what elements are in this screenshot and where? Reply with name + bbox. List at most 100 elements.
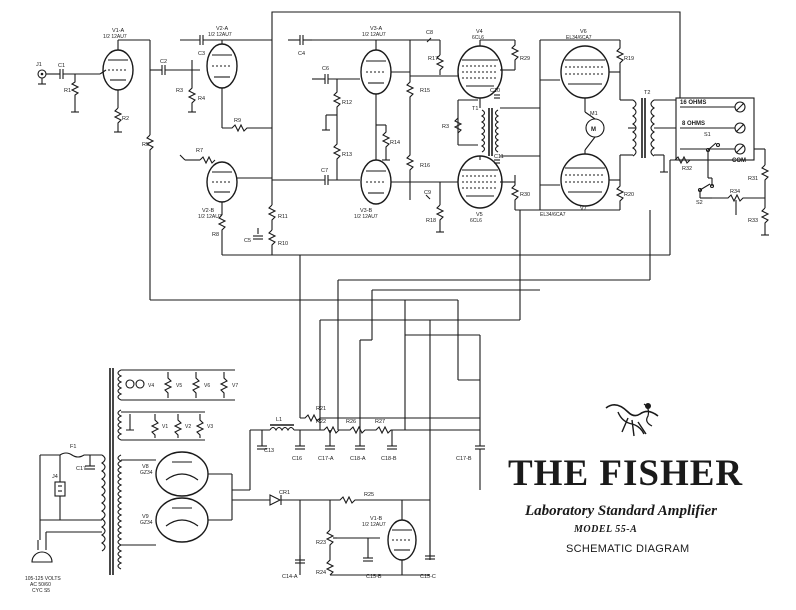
- svg-text:6CL6: 6CL6: [472, 35, 484, 41]
- svg-text:R29: R29: [520, 56, 530, 62]
- resistor-r32: R32: [670, 155, 708, 172]
- svg-text:C17: C17: [76, 466, 86, 472]
- capacitor-c18b: C18-B: [381, 430, 397, 462]
- svg-text:V3-A: V3-A: [370, 26, 383, 32]
- svg-text:V1-B: V1-B: [370, 516, 383, 522]
- resistor-r26: R26: [346, 419, 372, 435]
- resistor-r11: R11: [267, 204, 288, 230]
- resistor-r1: R1: [64, 74, 80, 113]
- capacitor-c10: C10: [490, 88, 500, 99]
- svg-text:R13: R13: [342, 152, 352, 158]
- svg-text:C4: C4: [298, 51, 305, 57]
- svg-text:R23: R23: [316, 540, 326, 546]
- resistor-r3: R3: [176, 60, 193, 94]
- resistor-r13: R13: [332, 115, 352, 180]
- svg-text:V3: V3: [207, 424, 213, 430]
- svg-text:GZ34: GZ34: [140, 520, 153, 526]
- svg-text:C8: C8: [426, 30, 433, 36]
- fisher-logo: [605, 403, 659, 437]
- svg-text:V1: V1: [162, 424, 168, 430]
- resistor-r27: R27: [372, 419, 405, 435]
- capacitor-c16: C16: [292, 430, 305, 462]
- svg-text:T1: T1: [472, 106, 478, 112]
- svg-text:C1: C1: [58, 63, 65, 69]
- svg-text:V2-A: V2-A: [216, 26, 229, 32]
- svg-text:R2: R2: [122, 116, 129, 122]
- capacitor-c3: C3: [198, 35, 205, 57]
- resistor-r7: R7: [179, 148, 216, 165]
- svg-text:M1: M1: [590, 111, 598, 117]
- capacitor-c14a: C14-A: [282, 555, 305, 580]
- svg-text:R18: R18: [426, 218, 436, 224]
- resistor-r29: R29: [510, 40, 530, 70]
- svg-text:C18-B: C18-B: [381, 456, 397, 462]
- capacitor-c15b: C15-B: [363, 538, 382, 580]
- svg-text:V2: V2: [185, 424, 191, 430]
- tube-v3a: V3-A 1/2 12AU7: [360, 26, 392, 95]
- svg-text:EL34/6CA7: EL34/6CA7: [566, 35, 592, 41]
- svg-text:R14: R14: [390, 140, 400, 146]
- svg-text:V8: V8: [142, 464, 149, 470]
- resistor-r16: R16: [405, 140, 430, 182]
- output-terminal-block: 16 OHMS 8 OHMS COM: [675, 97, 755, 164]
- svg-text:R20: R20: [624, 192, 634, 198]
- svg-text:C17-A: C17-A: [318, 456, 334, 462]
- tube-v1b: V1-B 1/2 12AU7: [362, 516, 417, 561]
- resistor-r25: R25: [330, 492, 430, 505]
- capacitor-c11: C11: [494, 154, 504, 164]
- svg-text:6CL6: 6CL6: [470, 218, 482, 224]
- svg-text:R12: R12: [342, 100, 352, 106]
- svg-text:J4: J4: [52, 474, 58, 480]
- capacitor-c1: C1: [58, 63, 65, 79]
- svg-text:R9: R9: [234, 118, 241, 124]
- capacitor-c13: C13: [257, 430, 274, 454]
- resistor-r24: R24: [316, 555, 335, 576]
- svg-text:R11: R11: [278, 214, 288, 220]
- svg-text:C5: C5: [244, 238, 251, 244]
- tube-v7: V7 EL34/6CA7: [540, 153, 610, 218]
- capacitor-c18a: C18-A: [350, 430, 366, 462]
- svg-text:105-125 VOLTS: 105-125 VOLTS: [25, 576, 61, 582]
- svg-text:V3-B: V3-B: [360, 208, 373, 214]
- capacitor-c7: C7: [321, 168, 329, 185]
- resistor-r4: R4: [187, 70, 205, 113]
- capacitor-c8: C8: [426, 30, 433, 43]
- svg-text:C10: C10: [490, 88, 500, 94]
- svg-text:R27: R27: [375, 419, 385, 425]
- capacitor-c4: C4: [298, 35, 305, 57]
- svg-text:C6: C6: [322, 66, 329, 72]
- svg-text:R4: R4: [198, 96, 205, 102]
- heater-indicators: V4 V5 V6 V7: [125, 372, 238, 398]
- resistor-r8: R8: [212, 214, 227, 255]
- svg-text:1/2 12AU7: 1/2 12AU7: [103, 34, 127, 40]
- capacitor-c2: C2: [160, 59, 167, 75]
- svg-text:S1: S1: [704, 132, 711, 138]
- tube-v6: V6 EL34/6CA7: [560, 29, 610, 99]
- svg-text:C15-C: C15-C: [420, 574, 436, 580]
- resistor-r31: R31: [748, 164, 770, 195]
- svg-text:C15-B: C15-B: [366, 574, 382, 580]
- svg-text:1/2 12AU7: 1/2 12AU7: [362, 522, 386, 528]
- capacitor-c5: C5: [244, 228, 263, 244]
- resistor-r3b: R3: [442, 117, 463, 134]
- power-transformer: [100, 368, 123, 575]
- svg-text:R17: R17: [428, 56, 438, 62]
- svg-text:R5: R5: [142, 142, 149, 148]
- svg-text:CR1: CR1: [279, 490, 290, 496]
- outlet-j4: J4: [52, 474, 66, 497]
- svg-text:R31: R31: [748, 176, 758, 182]
- switch-s2: S2: [696, 183, 715, 206]
- svg-text:C13: C13: [264, 448, 274, 454]
- tube-v5: V5 6CL6: [457, 155, 503, 224]
- svg-text:8 OHMS: 8 OHMS: [682, 121, 705, 127]
- resistor-r30: R30: [510, 175, 530, 210]
- heater-indicators-small: V1 V2 V3: [126, 414, 213, 438]
- svg-text:R1: R1: [64, 88, 71, 94]
- resistor-r10: R10: [267, 229, 288, 255]
- svg-text:R26: R26: [346, 419, 356, 425]
- svg-text:V1-A: V1-A: [112, 28, 125, 34]
- brand-title: THE FISHER: [508, 453, 744, 494]
- resistor-r19: R19: [615, 40, 634, 72]
